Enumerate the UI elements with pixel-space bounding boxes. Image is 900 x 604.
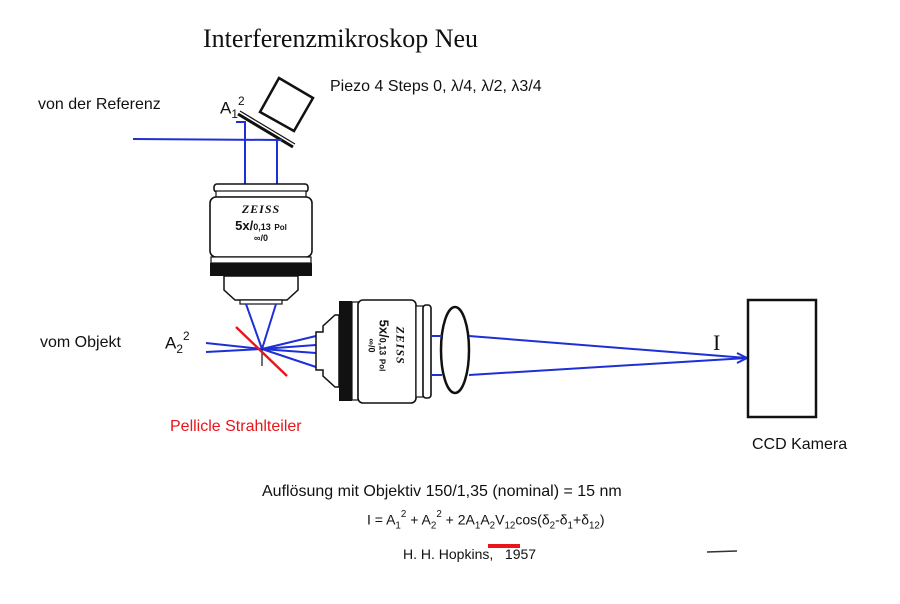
tube-length: ∞/0: [254, 233, 268, 243]
numerical-aperture: 0,13: [377, 337, 388, 356]
ray: [132, 138, 283, 141]
tube-length: ∞/0: [366, 338, 377, 353]
interference-formula: I = A12 + A22 + 2A1A2V12cos(δ2-δ1+δ12): [367, 509, 605, 532]
formula-delta: δ: [541, 511, 550, 528]
highlight-underline: [488, 544, 520, 548]
objective-vertical-label: ZEISS 5x/0,13 Pol ∞/0: [210, 202, 312, 243]
objective-vertical: [209, 183, 313, 305]
objective-horizontal: [315, 299, 432, 404]
operator: +: [406, 511, 422, 528]
subscript: 1: [567, 520, 573, 532]
magnification: 5x/: [376, 319, 392, 338]
piezo-mirror: [237, 76, 315, 149]
ray: [261, 348, 317, 368]
objective-thread: [415, 305, 424, 398]
a2-squared-label: A22: [165, 328, 190, 357]
objective-spec: 5x/0,13 Pol: [210, 218, 312, 233]
subscript: 2: [549, 520, 556, 532]
subscript: 12: [504, 520, 516, 532]
superscript: 2: [436, 509, 442, 521]
formula-delta: δ: [581, 511, 589, 528]
formula-a: A: [421, 511, 431, 528]
formula-delta: δ: [559, 511, 568, 528]
imaging-rays: [431, 335, 750, 376]
ray: [261, 303, 277, 350]
formula-a: A: [386, 511, 396, 528]
formula-close: ): [599, 511, 605, 528]
a1-squared-label: A12: [220, 93, 245, 122]
ray: [468, 335, 748, 359]
formula-a: A: [480, 511, 490, 528]
numerical-aperture: 0,13: [253, 222, 271, 232]
operator: -: [555, 511, 560, 528]
pellicle-beamsplitter-label: Pellicle Strahlteiler: [170, 418, 302, 435]
reference-mirror: [237, 112, 294, 149]
objective-thread: [422, 304, 432, 399]
operator: +: [441, 511, 458, 528]
subscript: 1: [474, 520, 481, 532]
ray: [205, 342, 263, 350]
objective-ring: [210, 256, 312, 264]
object-rays: [205, 303, 317, 368]
objective-black-band: [210, 263, 312, 276]
piezo-actuator-box: [258, 76, 315, 133]
stray-dash: [706, 550, 738, 553]
subscript: 2: [489, 520, 496, 532]
operator: +: [573, 511, 582, 528]
subscript: 1: [395, 520, 401, 532]
superscript: 2: [237, 93, 245, 108]
diagram-title: Interferenzmikroskop Neu: [203, 24, 479, 53]
formula-a: A: [465, 511, 475, 528]
subscript: 2: [430, 520, 437, 532]
ccd-camera-label: CCD Kamera: [752, 436, 848, 453]
ccd-camera-box: [746, 298, 818, 419]
pol-mark: Pol: [377, 358, 387, 372]
objective-nose: [223, 275, 299, 301]
magnification: 5x/: [235, 218, 254, 233]
reference-mirror-back: [239, 110, 296, 145]
reference-rays: [132, 121, 283, 185]
ray: [468, 357, 748, 376]
formula-v: V: [495, 511, 505, 528]
resolution-statement: Auflösung mit Objektiv 150/1,35 (nominal…: [262, 483, 622, 500]
intensity-label: I: [713, 330, 721, 355]
formula-cos: cos(: [515, 511, 542, 528]
piezo-steps-label: Piezo 4 Steps 0, λ/4, λ/2, λ3/4: [330, 78, 542, 95]
subscript: 12: [588, 520, 600, 532]
objective-spec: 5x/0,13 Pol: [377, 295, 392, 397]
object-label: vom Objekt: [40, 334, 121, 351]
ray: [261, 348, 317, 354]
pellicle-beamsplitter: [235, 326, 288, 377]
tube-lens: [439, 305, 471, 395]
subscript: 1: [231, 107, 238, 122]
brand-logo: ZEISS: [241, 202, 281, 216]
superscript: 2: [400, 509, 407, 521]
formula-lhs: I =: [367, 511, 387, 528]
objective-thread: [215, 190, 307, 198]
pol-mark: Pol: [274, 223, 287, 232]
objective-ring: [351, 301, 359, 401]
reference-label: von der Referenz: [38, 96, 161, 113]
amplitude-symbol: A: [165, 333, 177, 353]
brand-logo: ZEISS: [393, 326, 408, 365]
amplitude-symbol: A: [220, 98, 232, 118]
objective-tip: [239, 299, 283, 305]
citation: H. H. Hopkins, 1957: [403, 546, 537, 562]
objective-nose: [315, 314, 340, 388]
ray: [205, 348, 263, 353]
superscript: 2: [182, 328, 190, 343]
objective-horizontal-label: ZEISS 5x/0,13 Pol ∞/0: [367, 295, 408, 397]
ray: [261, 335, 317, 350]
ray: [261, 344, 317, 350]
coefficient: 2: [457, 511, 466, 528]
subscript: 2: [176, 342, 183, 357]
ray: [245, 303, 263, 350]
objective-black-band: [339, 301, 352, 401]
